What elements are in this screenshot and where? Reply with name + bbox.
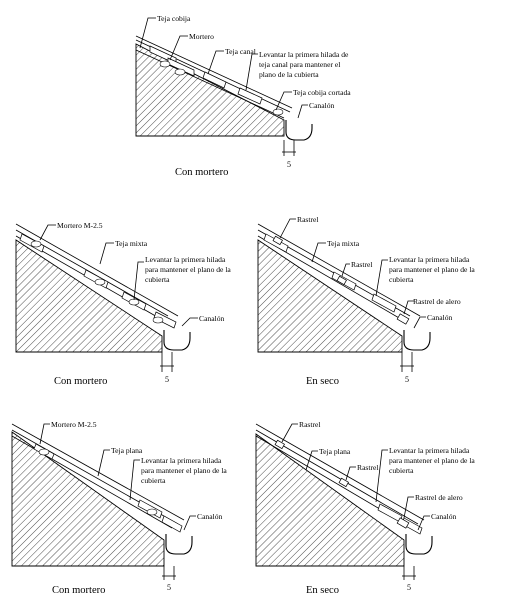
label-rastrel-1: Rastrel [297, 215, 319, 224]
panel-caption: En seco [306, 585, 339, 596]
label-rastrel-2: Rastrel [357, 463, 379, 472]
panel-2-mixed-tile-mortar: Mortero M-2.5 Teja mixta Levantar la pri… [15, 221, 231, 387]
panel-3-mixed-tile-dry: Rastrel Teja mixta Rastrel Levantar la p… [257, 215, 475, 387]
battens [272, 235, 410, 325]
label-canalon: Canalón [431, 512, 457, 521]
dimension-label: 5 [287, 160, 291, 169]
panel-caption: Con mortero [175, 167, 228, 178]
label-levantar-line-3: cubierta [141, 476, 166, 485]
label-teja: Teja mixta [115, 239, 148, 248]
panel-1-curved-tile-mortar: Teja cobija Mortero Teja canal Levantar … [135, 14, 351, 178]
label-levantar-line-3: cubierta [389, 466, 414, 475]
panel-caption: En seco [306, 376, 339, 387]
label-levantar-line-1: Levantar la primera hilada [141, 456, 222, 465]
label-levantar-line-2: para mantener el plano de la [145, 265, 231, 274]
gutter [282, 120, 313, 156]
roof-slab [15, 239, 163, 353]
gutter [400, 330, 431, 372]
gutter [160, 330, 191, 372]
gutter [402, 534, 433, 580]
dimension-label: 5 [167, 583, 171, 592]
label-canalon: Canalón [427, 313, 453, 322]
label-rastrel-alero: Rastrel de alero [413, 297, 461, 306]
dimension-label: 5 [165, 375, 169, 384]
label-canalon: Canalón [309, 101, 335, 110]
gutter [162, 534, 193, 580]
panel-5-flat-tile-dry: Rastrel Teja plana Rastrel Levantar la p… [255, 420, 475, 596]
label-teja-canal: Teja canal [225, 47, 256, 56]
label-levantar-line-2: para mantener el plano de la [389, 456, 475, 465]
label-mortero: Mortero M-2.5 [57, 221, 103, 230]
panel-4-flat-tile-mortar: Mortero M-2.5 Teja plana Levantar la pri… [11, 420, 227, 596]
panel-caption: Con mortero [54, 376, 107, 387]
label-rastrel-alero: Rastrel de alero [415, 493, 463, 502]
label-levantar-line-1: Levantar la primera hilada de [259, 50, 349, 59]
roof-slab [257, 239, 403, 353]
mortar-blobs [38, 448, 158, 516]
label-levantar-line-3: cubierta [389, 275, 414, 284]
label-mortero: Mortero [189, 32, 214, 41]
label-levantar-line-1: Levantar la primera hilada [389, 446, 470, 455]
label-teja: Teja mixta [327, 239, 360, 248]
battens [274, 439, 410, 529]
dimension-label: 5 [407, 583, 411, 592]
label-levantar-line-3: plano de la cubierta [259, 70, 319, 79]
label-teja: Teja plana [319, 447, 351, 456]
mortar-blobs [159, 60, 284, 116]
dimension-label: 5 [405, 375, 409, 384]
label-teja-cobija-cortada: Teja cobija cortada [293, 88, 351, 97]
label-canalon: Canalón [197, 512, 223, 521]
panel-caption: Con mortero [52, 585, 105, 596]
label-rastrel-1: Rastrel [299, 420, 321, 429]
label-rastrel-2: Rastrel [351, 260, 373, 269]
label-levantar-line-2: para mantener el plano de la [389, 265, 475, 274]
label-teja: Teja plana [111, 446, 143, 455]
label-teja-cobija: Teja cobija [157, 14, 191, 23]
label-levantar-line-2: teja canal para mantener el [259, 60, 340, 69]
label-canalon: Canalón [199, 314, 225, 323]
label-levantar-line-1: Levantar la primera hilada [389, 255, 470, 264]
label-levantar-line-3: cubierta [145, 275, 170, 284]
label-mortero: Mortero M-2.5 [51, 420, 97, 429]
label-levantar-line-1: Levantar la primera hilada [145, 255, 226, 264]
label-levantar-line-2: para mantener el plano de la [141, 466, 227, 475]
tile-row [149, 45, 263, 105]
